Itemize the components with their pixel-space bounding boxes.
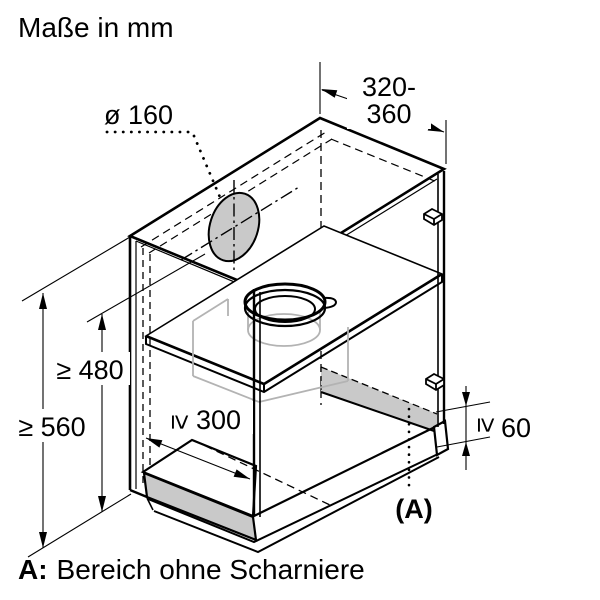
depth-value-line2: 360 — [366, 99, 411, 129]
area-marker: (A) — [395, 407, 433, 524]
dimension-height-inner: ≥ 480 — [51, 253, 206, 512]
middle-shelf — [144, 225, 444, 394]
hinge-free-strip — [320, 366, 438, 433]
hole-diameter-label: ø 160 — [104, 100, 224, 204]
floor-depth-value: 300 — [196, 405, 241, 435]
caption: A: Bereich ohne Scharniere — [18, 554, 365, 585]
back-wall-hole — [180, 180, 300, 270]
area-marker-text: (A) — [395, 494, 432, 524]
dimension-floor-depth: ≥ 300 — [145, 401, 253, 480]
depth-value-line1: 320- — [362, 72, 416, 102]
hole-diameter-text: ø 160 — [104, 100, 173, 130]
dimension-hinge-free: ≥ 60 — [435, 386, 531, 470]
hinge-free-symbol: ≥ — [472, 418, 502, 433]
cabinet — [127, 116, 450, 554]
caption-prefix: A: — [18, 554, 48, 585]
dimension-depth: 320- 360 — [319, 62, 447, 164]
dimension-height-outer: ≥ 560 — [13, 236, 132, 558]
hood-appliance — [192, 298, 349, 403]
height-outer-text: ≥ 560 — [18, 412, 85, 442]
height-inner-text: ≥ 480 — [56, 355, 123, 385]
hinge-icon-bottom — [425, 372, 445, 392]
left-back-edge — [128, 236, 151, 499]
hole-centerlines — [180, 180, 300, 270]
hinge-free-value: 60 — [501, 413, 531, 443]
caption-text: Bereich ohne Scharniere — [57, 554, 365, 585]
ring-tab — [322, 296, 338, 309]
hinge-icon-top — [423, 207, 443, 227]
floor-depth-symbol: ≥ — [166, 415, 196, 430]
bottom-board — [140, 419, 450, 554]
page-title: Maße in mm — [18, 12, 174, 43]
duct-ring — [243, 282, 338, 328]
board-end-cap — [432, 419, 450, 457]
